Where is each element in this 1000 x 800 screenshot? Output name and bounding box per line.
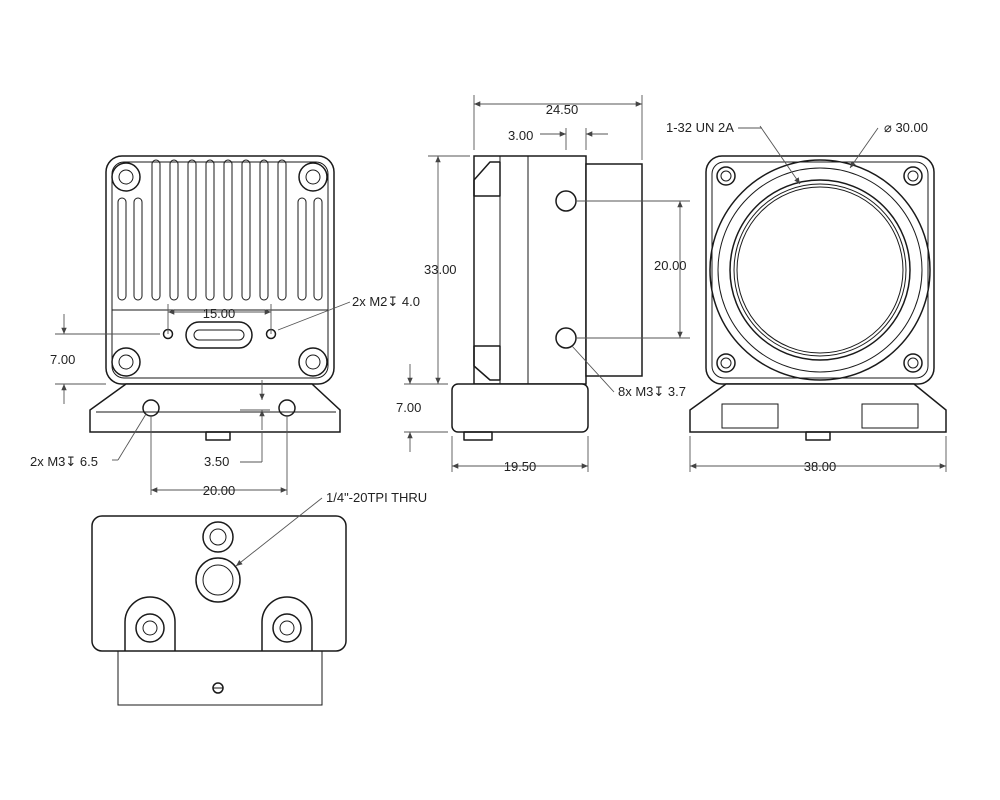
front-dimensions: 15.00 2x M2↧ 4.0 7.00 20.00 2x M3↧ 6.5 3… xyxy=(30,294,420,498)
dim-front-base-offset: 7.00 xyxy=(50,352,75,367)
lens-housing xyxy=(709,159,931,381)
cooling-fins xyxy=(117,159,323,301)
label-m2-holes: 2x M2↧ 4.0 xyxy=(352,294,420,309)
front-view xyxy=(89,155,341,441)
dim-pin-offset: 3.50 xyxy=(204,454,229,469)
dim-side-hole-spacing: 20.00 xyxy=(654,258,687,273)
tripod-hole xyxy=(195,557,241,603)
label-m3-side-holes: 8x M3↧ 3.7 xyxy=(618,384,686,399)
dim-base-hole-spacing: 20.00 xyxy=(203,483,236,498)
dim-side-flange: 3.00 xyxy=(508,128,533,143)
label-lens-diameter: ⌀ 30.00 xyxy=(884,120,928,135)
dim-side-base-offset: 7.00 xyxy=(396,400,421,415)
usb-c-port xyxy=(185,321,253,349)
dim-rear-width: 38.00 xyxy=(804,459,837,474)
side-view xyxy=(451,155,643,441)
dim-side-base-depth: 19.50 xyxy=(504,459,537,474)
label-tripod-thread: 1/4"-20TPI THRU xyxy=(326,490,427,505)
corner-screws xyxy=(111,162,328,377)
lens-view xyxy=(689,155,947,441)
dim-side-depth: 24.50 xyxy=(546,102,579,117)
small-screw xyxy=(202,521,234,553)
lens-dimensions: 1-32 UN 2A ⌀ 30.00 38.00 xyxy=(666,120,947,474)
dim-side-height: 33.00 xyxy=(424,262,457,277)
dim-front-mount-width: 15.00 xyxy=(203,306,236,321)
side-dimensions: 24.50 3.00 33.00 20.00 7.00 19.50 8x M3↧… xyxy=(396,95,690,474)
label-m3-base-holes: 2x M3↧ 6.5 xyxy=(30,454,98,469)
bottom-view xyxy=(91,515,347,706)
label-lens-thread: 1-32 UN 2A xyxy=(666,120,734,135)
